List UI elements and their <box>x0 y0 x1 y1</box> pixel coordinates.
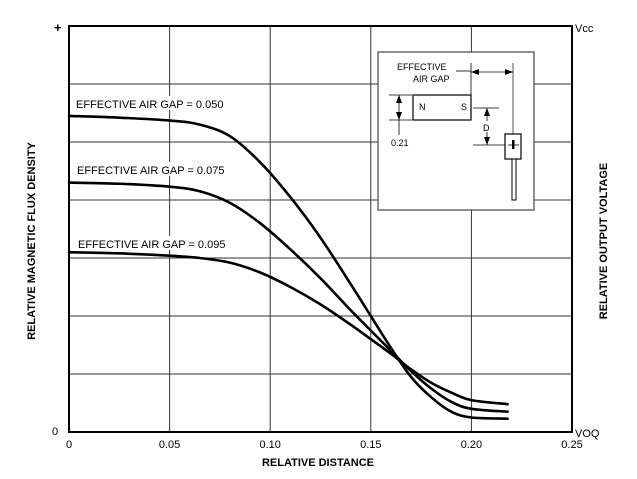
series-label-0050: EFFECTIVE AIR GAP = 0.050 <box>76 99 223 111</box>
x-tick-label: 0.20 <box>461 439 482 451</box>
series-label-0075: EFFECTIVE AIR GAP = 0.075 <box>77 165 224 177</box>
series-label-0095: EFFECTIVE AIR GAP = 0.095 <box>78 239 225 251</box>
x-tick-label: 0.10 <box>259 439 280 451</box>
inset-diagram: EFFECTIVE AIR GAP N S 0.21 D <box>377 51 535 211</box>
inset-effective-label-1: EFFECTIVE <box>397 62 447 72</box>
inset-effective-label-2: AIR GAP <box>413 74 450 84</box>
x-tick-labels: 0 0.05 0.10 0.15 0.20 0.25 <box>66 439 583 451</box>
series-curve-1 <box>67 181 509 413</box>
plot-frame <box>68 25 573 433</box>
distance-d-label: D <box>483 123 490 133</box>
y-axis-title-right: RELATIVE OUTPUT VOLTAGE <box>598 163 610 319</box>
y-left-bottom-label: 0 <box>52 426 58 438</box>
magnet-n-label: N <box>419 102 426 112</box>
curves <box>67 114 509 420</box>
x-tick-label: 0.25 <box>561 439 582 451</box>
magnet <box>412 94 472 121</box>
thickness-label: 0.21 <box>391 138 409 148</box>
y-right-bottom-label: VOQ <box>575 428 600 440</box>
x-tick-label: 0.05 <box>159 439 180 451</box>
x-tick-label: 0 <box>66 439 72 451</box>
y-left-top-label: + <box>54 20 62 35</box>
y-right-top-label: Vcc <box>575 23 594 35</box>
inset-frame <box>377 51 535 211</box>
series-curve-0 <box>67 114 509 420</box>
y-axis-title-left: RELATIVE MAGNETIC FLUX DENSITY <box>26 141 38 339</box>
x-axis-title: RELATIVE DISTANCE <box>262 457 374 469</box>
x-tick-label: 0.15 <box>360 439 381 451</box>
sensor-lead <box>511 158 517 201</box>
magnet-s-label: S <box>461 102 467 112</box>
series-curve-2 <box>67 250 509 406</box>
